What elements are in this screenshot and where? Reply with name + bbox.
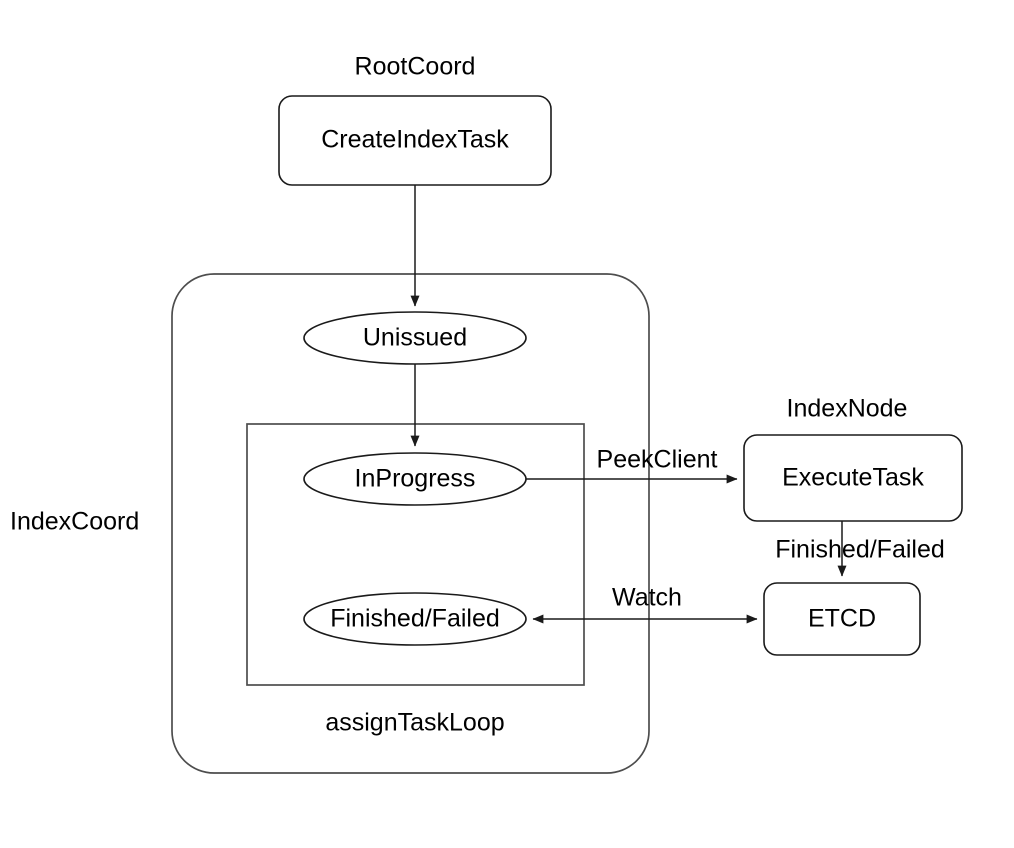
edge-label-watch: Watch (612, 584, 682, 612)
group-label-rootcoord: RootCoord (355, 53, 476, 81)
node-label-unissued: Unissued (363, 324, 467, 352)
edge-label-finished-failed: Finished/Failed (775, 536, 945, 564)
node-label-execute-task: ExecuteTask (782, 464, 924, 492)
group-label-assigntaskloop: assignTaskLoop (325, 709, 504, 737)
node-unissued[interactable] (303, 311, 527, 365)
node-in-progress[interactable] (303, 452, 527, 506)
group-label-indexnode: IndexNode (787, 395, 908, 423)
node-execute-task[interactable] (743, 434, 963, 522)
node-etcd[interactable] (763, 582, 921, 656)
node-label-create-index-task: CreateIndexTask (321, 126, 509, 154)
edge-label-peekclient: PeekClient (597, 446, 718, 474)
node-label-finished-failed: Finished/Failed (330, 605, 500, 633)
node-label-in-progress: InProgress (355, 465, 476, 493)
node-create-index-task[interactable] (278, 95, 552, 186)
node-finished-failed[interactable] (303, 592, 527, 646)
group-label-indexcoord: IndexCoord (10, 508, 139, 536)
group-container-indexcoord (171, 273, 650, 774)
node-label-etcd: ETCD (808, 605, 876, 633)
